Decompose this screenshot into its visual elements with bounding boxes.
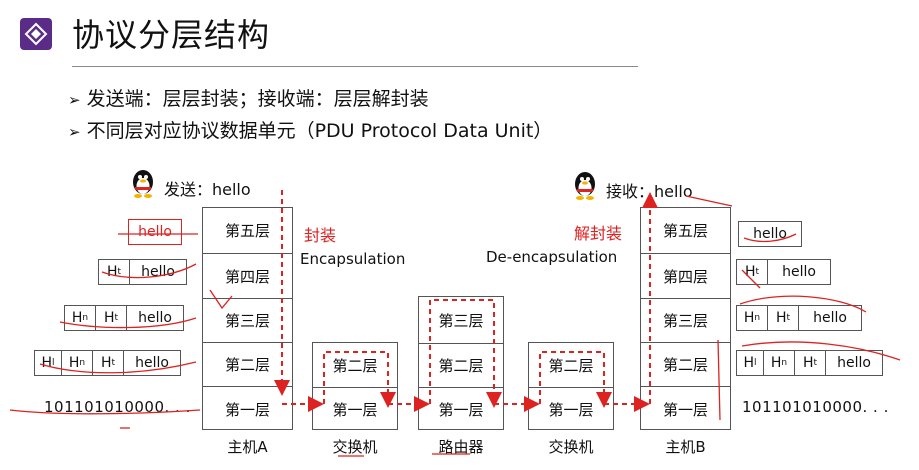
arrow-bullet-icon: ➢ bbox=[68, 91, 81, 109]
penguin-icon bbox=[575, 172, 595, 200]
layer-2: 第二层 bbox=[419, 343, 503, 387]
bullet-item: ➢不同层对应协议数据单元（PDU Protocol Data Unit） bbox=[68, 120, 553, 142]
layer-5: 第五层 bbox=[224, 222, 270, 240]
layer-1: 第一层 bbox=[529, 387, 613, 431]
device-label-host-b: 主机B bbox=[665, 438, 706, 456]
switch-1-stack: 第二层 第一层 bbox=[312, 342, 398, 430]
layer-1: 第一层 bbox=[419, 387, 503, 431]
decapsulation-en-label: De-encapsulation bbox=[486, 248, 618, 266]
layer-1: 第一层 bbox=[313, 387, 397, 431]
encapsulation-cn-label: 封装 bbox=[304, 226, 337, 245]
layer-3: 第三层 bbox=[203, 298, 292, 342]
penguin-icon bbox=[133, 170, 153, 198]
page-title: 协议分层结构 bbox=[72, 16, 271, 54]
decapsulation-cn-label: 解封装 bbox=[574, 224, 623, 243]
device-label-switch-2: 交换机 bbox=[548, 438, 594, 456]
device-label-switch-1: 交换机 bbox=[332, 438, 378, 456]
encapsulation-en-label: Encapsulation bbox=[300, 250, 406, 268]
bitstream-receiver: 101101010000. . . bbox=[742, 398, 889, 416]
flow-switch-1-loop bbox=[323, 351, 396, 408]
sender-caption: 发送：hello bbox=[164, 180, 251, 199]
layer-5: 第五层 bbox=[662, 222, 708, 240]
layer-3: 第三层 bbox=[438, 311, 484, 330]
layer-2: 第二层 bbox=[203, 342, 292, 386]
layer-2: 第二层 bbox=[548, 356, 594, 375]
layer-2: 第二层 bbox=[641, 342, 730, 386]
layer-4: 第四层 bbox=[641, 253, 730, 298]
bitstream-sender: 101101010000. . . bbox=[44, 398, 191, 416]
arrow-bullet-icon: ➢ bbox=[68, 123, 81, 141]
title-divider bbox=[72, 66, 638, 67]
bullet-item: ➢发送端：层层封装；接收端：层层解封装 bbox=[68, 88, 429, 110]
host-b-stack: 第五层 第四层 第三层 第二层 第一层 bbox=[640, 207, 731, 430]
device-label-host-a: 主机A bbox=[227, 438, 268, 456]
layer-1: 第一层 bbox=[641, 386, 730, 431]
pdu-layer5: hello bbox=[128, 219, 182, 245]
layer-4: 第四层 bbox=[203, 253, 292, 298]
flow-switch-2-loop bbox=[539, 351, 612, 408]
course-logo-icon bbox=[20, 18, 52, 50]
device-label-router: 路由器 bbox=[438, 438, 484, 456]
layer-3: 第三层 bbox=[641, 298, 730, 342]
pdu-layer5: hello bbox=[738, 221, 802, 247]
flow-router-loop bbox=[429, 299, 502, 408]
layer-2: 第二层 bbox=[332, 356, 378, 375]
receiver-caption: 接收：hello bbox=[606, 182, 693, 201]
layer-1: 第一层 bbox=[203, 386, 292, 431]
switch-2-stack: 第二层 第一层 bbox=[528, 342, 614, 430]
